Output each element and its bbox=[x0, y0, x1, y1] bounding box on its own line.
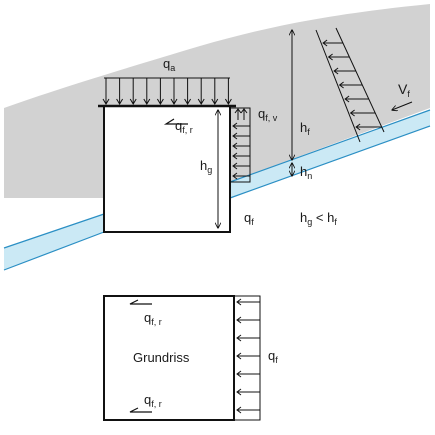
arrow-left-icon bbox=[327, 53, 350, 61]
plan-building bbox=[103, 295, 235, 421]
label-relation: hg < hf bbox=[300, 210, 337, 227]
label-qfr-top: qf, r bbox=[175, 118, 193, 135]
label-qfv: qf, v bbox=[258, 106, 278, 123]
label-hg: hg bbox=[200, 158, 212, 175]
arrow-left-icon bbox=[232, 152, 250, 160]
arrow-left-icon bbox=[232, 132, 250, 140]
wall-pressure-arrows bbox=[232, 122, 250, 180]
arrow-left-icon bbox=[232, 142, 250, 150]
arrow-down-icon bbox=[170, 78, 178, 105]
plan-friction-arrow-top bbox=[129, 299, 152, 305]
velocity-profile-arrows bbox=[322, 39, 382, 131]
label-hn: hn bbox=[300, 164, 312, 181]
arrow-left-icon bbox=[232, 162, 250, 170]
arrow-left-icon bbox=[355, 123, 382, 131]
wall-friction-arrows bbox=[234, 108, 248, 120]
roof-friction-arrow bbox=[163, 118, 188, 125]
arrow-left-icon bbox=[236, 334, 260, 342]
arrow-left-icon bbox=[232, 172, 250, 180]
arrow-left-icon bbox=[338, 81, 363, 89]
wall-pressure-outline bbox=[229, 107, 251, 183]
arrow-down-icon bbox=[197, 78, 205, 105]
label-plan-qfr-bottom: qf, r bbox=[144, 392, 162, 409]
arrow-left-icon bbox=[344, 95, 369, 103]
arrow-left-icon bbox=[236, 352, 260, 360]
arrow-left-icon bbox=[333, 67, 356, 75]
arrow-left-icon bbox=[236, 388, 260, 396]
label-plan-qf: qf bbox=[268, 348, 278, 365]
label-plan-qfr-top: qf, r bbox=[144, 310, 162, 327]
arrow-down-icon bbox=[211, 78, 219, 105]
arrow-down-icon bbox=[116, 78, 124, 105]
arrow-left-icon bbox=[349, 109, 376, 117]
arrow-down-icon bbox=[184, 78, 192, 105]
plan-friction-arrow-bottom bbox=[129, 407, 152, 413]
building-section bbox=[103, 105, 231, 233]
arrow-down-icon bbox=[143, 78, 151, 105]
water-layer-right bbox=[230, 110, 430, 198]
label-hf: hf bbox=[300, 120, 310, 137]
flow-direction-arrow bbox=[392, 101, 413, 110]
arrow-left-icon bbox=[322, 39, 343, 47]
label-plan-title: Grundriss bbox=[133, 350, 190, 365]
water-surface-line-left bbox=[3, 213, 105, 249]
velocity-profile-outline bbox=[315, 29, 361, 143]
arrow-left-icon bbox=[236, 316, 260, 324]
water-layer-left bbox=[4, 214, 104, 270]
slope-bed-line-right bbox=[229, 125, 431, 199]
velocity-profile-outline bbox=[335, 27, 385, 133]
roof-load-arrows bbox=[102, 77, 232, 105]
arrow-left-icon bbox=[236, 406, 260, 414]
arrow-left-icon bbox=[236, 370, 260, 378]
arrow-left-icon bbox=[232, 122, 250, 130]
slope-bed-line-left bbox=[3, 231, 105, 271]
plan-pressure-arrows bbox=[236, 298, 260, 414]
label-vf: Vf bbox=[398, 81, 410, 99]
arrow-down-icon bbox=[102, 78, 110, 105]
arrow-down-icon bbox=[156, 78, 164, 105]
water-surface-line-right bbox=[229, 109, 431, 183]
label-qa: qa bbox=[163, 56, 175, 73]
arrow-down-icon bbox=[129, 78, 137, 105]
plan-pressure-outline bbox=[233, 295, 261, 421]
arrow-down-icon bbox=[224, 78, 232, 105]
label-qf-side: qf bbox=[244, 210, 254, 227]
arrow-left-icon bbox=[236, 298, 260, 306]
